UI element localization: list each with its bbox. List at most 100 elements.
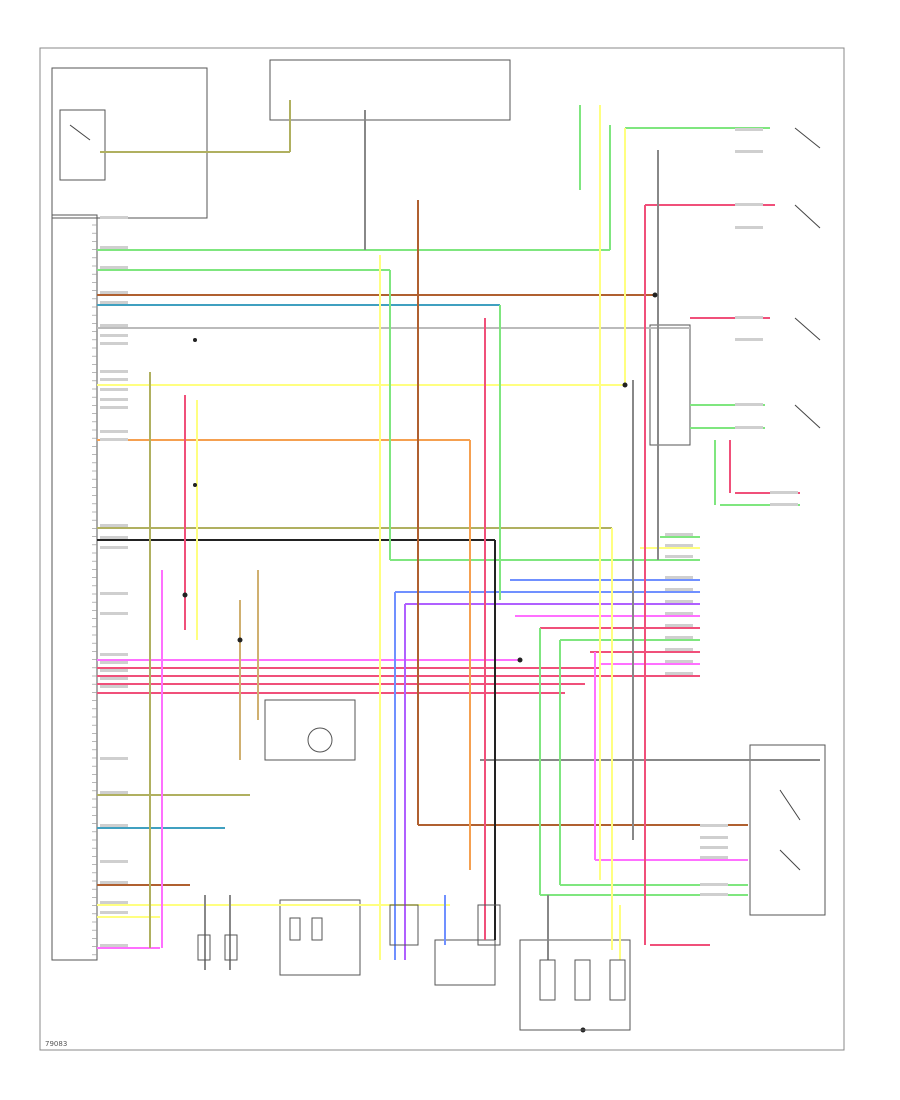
label-mark: [665, 660, 693, 663]
label-mark: [700, 846, 728, 849]
switch: [794, 204, 821, 229]
splice-dot: [182, 592, 188, 598]
label-mark: [100, 398, 128, 401]
label-mark: [665, 555, 693, 558]
label-mark: [735, 128, 763, 131]
label-mark: [700, 824, 728, 827]
label-mark: [100, 901, 128, 904]
label-mark: [735, 426, 763, 429]
label-mark: [665, 672, 693, 675]
label-mark: [100, 334, 128, 337]
fuse-block-box: [269, 59, 511, 121]
switch: [794, 404, 821, 429]
connector: [539, 959, 556, 1001]
label-mark: [665, 624, 693, 627]
diagram-frame: [39, 47, 845, 1051]
ecm-box: [51, 214, 98, 961]
switch: [779, 789, 801, 871]
label-mark: [100, 324, 128, 327]
ignition-switch-box: [59, 109, 106, 181]
label-mark: [100, 824, 128, 827]
label-mark: [735, 203, 763, 206]
label-mark: [100, 406, 128, 409]
label-mark: [735, 150, 763, 153]
label-marks: [100, 128, 798, 947]
splice-dot: [622, 382, 628, 388]
label-mark: [665, 648, 693, 651]
connector: [224, 934, 238, 961]
label-mark: [665, 636, 693, 639]
main-relay-box: [51, 67, 208, 219]
splice-points: [182, 292, 658, 1033]
label-mark: [100, 524, 128, 527]
connector: [197, 934, 211, 961]
label-mark: [100, 438, 128, 441]
label-mark: [665, 600, 693, 603]
label-mark: [100, 791, 128, 794]
splice-dot: [237, 637, 243, 643]
label-mark: [100, 370, 128, 373]
label-mark: [735, 338, 763, 341]
label-mark: [100, 860, 128, 863]
switch: [794, 317, 821, 341]
throttle-sensor-box: [279, 899, 361, 976]
component-boxes: [51, 59, 826, 1031]
label-mark: [700, 893, 728, 896]
label-mark: [100, 246, 128, 249]
label-mark: [100, 342, 128, 345]
label-mark: [100, 911, 128, 914]
relay-switch-box: [649, 324, 691, 446]
connector: [477, 904, 501, 946]
label-mark: [100, 378, 128, 381]
label-mark: [100, 388, 128, 391]
connector: [574, 959, 591, 1001]
label-mark: [100, 677, 128, 680]
crank-sensor-box: [434, 939, 496, 986]
switch: [69, 124, 91, 141]
label-mark: [700, 883, 728, 886]
label-mark: [665, 544, 693, 547]
label-mark: [735, 226, 763, 229]
label-mark: [100, 757, 128, 760]
bottom-connectors: [197, 904, 626, 1031]
ecm-pin-marks: [92, 224, 97, 956]
label-mark: [665, 533, 693, 536]
label-mark: [100, 266, 128, 269]
transmission-switch-box: [749, 744, 826, 916]
label-mark: [100, 881, 128, 884]
label-mark: [735, 316, 763, 319]
label-mark: [100, 653, 128, 656]
vehicle-speed-sensor-box: [264, 699, 356, 761]
sensor-coil: [307, 727, 333, 753]
splice-dot: [652, 292, 658, 298]
label-mark: [100, 612, 128, 615]
label-mark: [100, 661, 128, 664]
switch: [794, 127, 821, 149]
label-mark: [100, 685, 128, 688]
label-mark: [100, 592, 128, 595]
vertical-wires: [149, 100, 731, 970]
label-mark: [665, 612, 693, 615]
connector: [609, 959, 626, 1001]
connector: [389, 904, 419, 946]
label-mark: [100, 291, 128, 294]
label-mark: [665, 588, 693, 591]
label-mark: [735, 403, 763, 406]
label-mark: [100, 546, 128, 549]
label-mark: [665, 576, 693, 579]
switch-symbols: [69, 124, 821, 871]
label-mark: [100, 944, 128, 947]
label-mark: [100, 430, 128, 433]
splice-dot: [517, 657, 523, 663]
label-mark: [100, 669, 128, 672]
label-mark: [770, 503, 798, 506]
label-mark: [100, 536, 128, 539]
label-mark: [700, 856, 728, 859]
label-mark: [700, 836, 728, 839]
label-mark: [100, 301, 128, 304]
splice-dot: [193, 338, 197, 342]
label-mark: [100, 216, 128, 219]
connector: [311, 917, 323, 941]
connector: [289, 917, 301, 941]
